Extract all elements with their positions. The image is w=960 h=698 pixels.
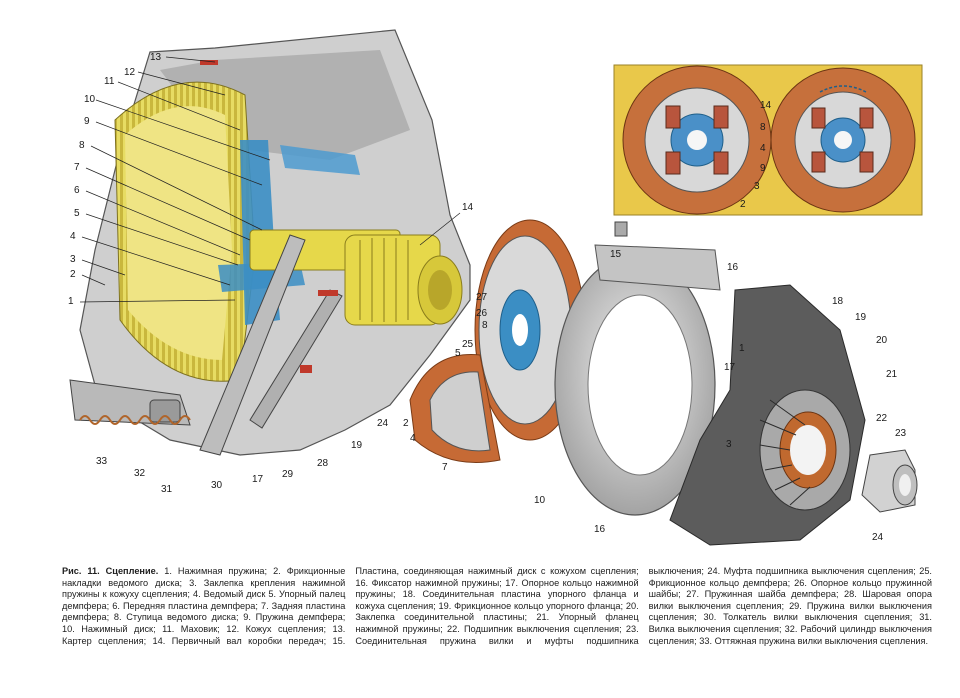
callout-exploded: 18 (832, 296, 844, 307)
callout-exploded: 21 (886, 369, 898, 380)
callout-exploded: 24 (872, 532, 884, 543)
callout-exploded: 5 (455, 348, 461, 359)
callout-main: 10 (84, 94, 96, 105)
callout-main: 24 (377, 418, 389, 429)
inset-driven-disc (613, 64, 923, 216)
release-bearing (861, 449, 918, 513)
pressure-plate (554, 244, 721, 516)
release-fork (199, 234, 306, 456)
callouts-inset: 14 8 4 9 3 2 (740, 100, 772, 210)
cutaway-assembly (69, 29, 471, 456)
callout-main: 14 (462, 202, 474, 213)
callout-exploded: 10 (534, 495, 546, 506)
caption-title: Рис. 11. Сцепление. (62, 566, 159, 576)
callout-main: 6 (74, 185, 80, 196)
callout-inset: 9 (760, 163, 766, 174)
inset-disc-back (770, 67, 916, 213)
figure-caption: Рис. 11. Сцепление. 1. Нажимная пружина;… (62, 566, 932, 686)
callout-main: 8 (79, 140, 85, 151)
inset-disc-front (622, 65, 772, 215)
callout-main: 19 (351, 440, 363, 451)
callout-exploded: 22 (876, 413, 888, 424)
callout-main: 9 (84, 116, 90, 127)
callout-main: 13 (150, 52, 162, 63)
callout-main: 17 (252, 474, 264, 485)
callout-exploded: 25 (462, 339, 474, 350)
callout-main: 5 (74, 208, 80, 219)
damper-plate (409, 354, 501, 463)
callout-main: 2 (70, 269, 76, 280)
callout-main: 33 (96, 456, 108, 467)
callout-main: 31 (161, 484, 173, 495)
callout-exploded: 20 (876, 335, 888, 346)
callout-main: 32 (134, 468, 146, 479)
callout-exploded: 1 (739, 343, 745, 354)
callout-main: 11 (104, 76, 115, 87)
callout-exploded: 2 (403, 418, 409, 429)
callout-exploded: 16 (594, 524, 606, 535)
callout-main: 7 (74, 162, 80, 173)
callout-main: 3 (70, 254, 76, 265)
callout-exploded: 23 (895, 428, 907, 439)
callout-exploded: 4 (410, 433, 416, 444)
callouts-main: 13 12 11 10 9 8 7 6 5 4 3 2 1 33 32 31 3… (68, 52, 474, 495)
callout-main: 29 (282, 469, 294, 480)
callout-main: 1 (68, 296, 74, 307)
callout-inset: 3 (754, 181, 760, 192)
input-shaft (249, 229, 463, 326)
slave-cylinder (69, 379, 191, 426)
callout-exploded: 15 (610, 249, 622, 260)
callout-main: 28 (317, 458, 329, 469)
callout-exploded: 17 (724, 362, 736, 373)
callout-inset: 8 (760, 122, 766, 133)
leader-lines (79, 56, 461, 303)
callouts-exploded: 27 26 8 25 5 2 4 7 15 16 10 16 3 18 19 1… (403, 249, 907, 543)
callout-exploded: 8 (482, 320, 488, 331)
callout-exploded: 16 (727, 262, 739, 273)
callout-main: 4 (70, 231, 76, 242)
callout-exploded: 7 (442, 462, 448, 473)
caption-text: 1. Нажимная пружина; 2. Фрикционные накл… (62, 566, 932, 646)
return-spring (79, 415, 191, 425)
callout-inset: 4 (760, 143, 766, 154)
clutch-illustration: 13 12 11 10 9 8 7 6 5 4 3 2 1 33 32 31 3… (68, 29, 923, 546)
clutch-cover (669, 284, 866, 546)
exploded-view (409, 219, 918, 546)
callout-exploded: 19 (855, 312, 867, 323)
callout-inset: 2 (740, 199, 746, 210)
callout-main: 30 (211, 480, 223, 491)
callout-main: 12 (124, 67, 136, 78)
callout-exploded: 3 (726, 439, 732, 450)
callout-exploded: 27 (476, 292, 488, 303)
callout-exploded: 26 (476, 308, 488, 319)
callout-inset: 14 (760, 100, 772, 111)
